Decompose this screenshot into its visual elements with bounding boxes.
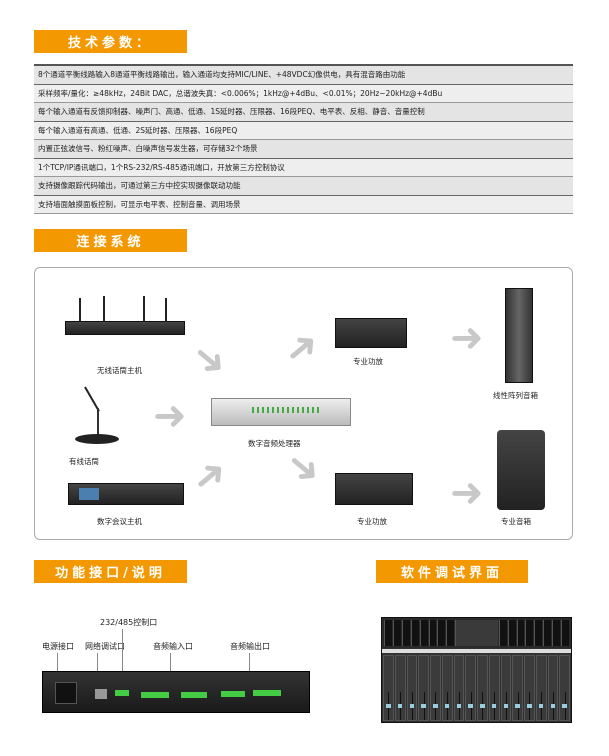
wireless-mic-label: 无线话筒主机 (97, 366, 142, 375)
section-header-connection: 连接系统 (34, 229, 187, 252)
line-array-speaker-image (505, 288, 533, 383)
channel-strip (441, 655, 453, 721)
channel-strip (383, 655, 394, 721)
speaker-label: 专业音箱 (501, 517, 531, 526)
ethernet-port-icon (95, 689, 107, 699)
mic-base (75, 434, 119, 444)
callout-line (122, 629, 123, 696)
channel-strip (547, 655, 559, 721)
arrow-icon: ➜ (182, 447, 238, 505)
antenna-icon (79, 298, 81, 322)
level-meter (437, 620, 446, 646)
section-header-software: 软件调试界面 (376, 560, 528, 583)
spec-row: 采样频率/量化：≥48kHz，24Bit DAC，总谐波失真：<0.006%；1… (34, 84, 573, 103)
section-header-specs: 技术参数： (34, 30, 187, 53)
connection-diagram: 无线话筒主机 有线话筒 数字会议主机 ➜ ➜ ➜ 数字音频处理器 ➜ ➜ 专业功… (34, 267, 573, 540)
spec-row: 1个TCP/IP通讯端口，1个RS-232/RS-485通讯端口，开放第三方控制… (34, 158, 573, 177)
power-socket-icon (55, 682, 77, 704)
level-meter (552, 620, 561, 646)
section-header-interface: 功能接口/说明 (34, 560, 187, 583)
terminal-block-icon (181, 692, 207, 698)
level-meter (561, 620, 569, 646)
wireless-mic-receiver-image (65, 321, 185, 335)
antenna-icon (143, 296, 145, 322)
channel-strip (500, 655, 512, 721)
amp1-label: 专业功放 (353, 357, 383, 366)
channel-strip (477, 655, 488, 721)
speaker-image (497, 430, 545, 510)
conference-host-label: 数字会议主机 (97, 517, 142, 526)
level-meter (525, 620, 534, 646)
channel-strip (512, 655, 523, 721)
arrow-icon: ➜ (450, 315, 484, 361)
wired-mic-label: 有线话筒 (69, 457, 99, 466)
meter-bank (382, 618, 571, 648)
network-port-label: 网络调试口 (85, 642, 125, 651)
level-meter (498, 620, 507, 646)
terminal-block-icon (115, 690, 129, 696)
level-meter (419, 620, 428, 646)
spec-table: 8个通道平衡线路输入8通道平衡线路输出，输入通道均支持MIC/LINE、+48V… (34, 64, 573, 214)
terminal-block-icon (253, 690, 281, 696)
level-meter (392, 620, 401, 646)
spec-row: 8个通道平衡线路输入8通道平衡线路输出，输入通道均支持MIC/LINE、+48V… (34, 66, 573, 85)
channel-strip (418, 655, 429, 721)
level-meter (455, 620, 498, 646)
software-screenshot (381, 617, 572, 723)
level-meter (543, 620, 552, 646)
arrow-icon: ➜ (153, 393, 187, 439)
control-port-label: 232/485控制口 (100, 618, 158, 627)
channel-strip (453, 655, 465, 721)
amplifier-image (335, 318, 407, 348)
channel-strip (465, 655, 476, 721)
channel-strip (430, 655, 441, 721)
antenna-icon (165, 298, 167, 322)
channel-strip (559, 655, 570, 721)
mic-stem (97, 408, 99, 436)
arrow-icon: ➜ (274, 319, 330, 377)
spec-row: 每个输入通道有高通、低通、2S延时器、压限器、16段PEQ (34, 121, 573, 140)
channel-strip (488, 655, 500, 721)
spec-row: 内置正弦波信号、粉红噪声、白噪声信号发生器，可存储32个场景 (34, 140, 573, 159)
conference-host-image (68, 483, 184, 505)
antenna-icon (103, 296, 105, 322)
arrow-icon: ➜ (182, 331, 238, 389)
level-meter (428, 620, 437, 646)
processor-label: 数字音频处理器 (248, 439, 301, 448)
audio-processor-image (211, 398, 351, 426)
channel-strip (535, 655, 547, 721)
arrow-icon: ➜ (450, 470, 484, 516)
level-meter (516, 620, 525, 646)
level-meter (410, 620, 419, 646)
spec-row: 每个输入通道有反馈抑制器、噪声门、高通、低通、1S延时器、压限器、16段PEQ、… (34, 103, 573, 122)
channel-strip (524, 655, 535, 721)
amplifier-image (335, 473, 413, 505)
spec-row: 支持墙面触摸面板控制，可显示电平表、控制音量、调用场景 (34, 195, 573, 214)
terminal-block-icon (141, 692, 169, 698)
audio-in-label: 音频输入口 (153, 642, 193, 651)
audio-out-label: 音频输出口 (230, 642, 270, 651)
level-meter (507, 620, 516, 646)
power-port-label: 电源接口 (42, 642, 74, 651)
level-meter (534, 620, 543, 646)
line-array-label: 线性阵列音箱 (493, 391, 538, 400)
spec-row: 支持摄像跟踪代码输出，可通过第三方中控实现摄像联动功能 (34, 177, 573, 196)
level-meter (401, 620, 410, 646)
level-meter (384, 620, 392, 646)
terminal-block-icon (221, 691, 245, 697)
channel-strips (382, 654, 571, 722)
channel-strip (394, 655, 406, 721)
level-meter (446, 620, 455, 646)
arrow-icon: ➜ (276, 439, 332, 497)
amp2-label: 专业功放 (357, 517, 387, 526)
channel-strip (406, 655, 418, 721)
device-rear-panel-image (42, 671, 310, 713)
channel-name-bar (382, 649, 571, 653)
